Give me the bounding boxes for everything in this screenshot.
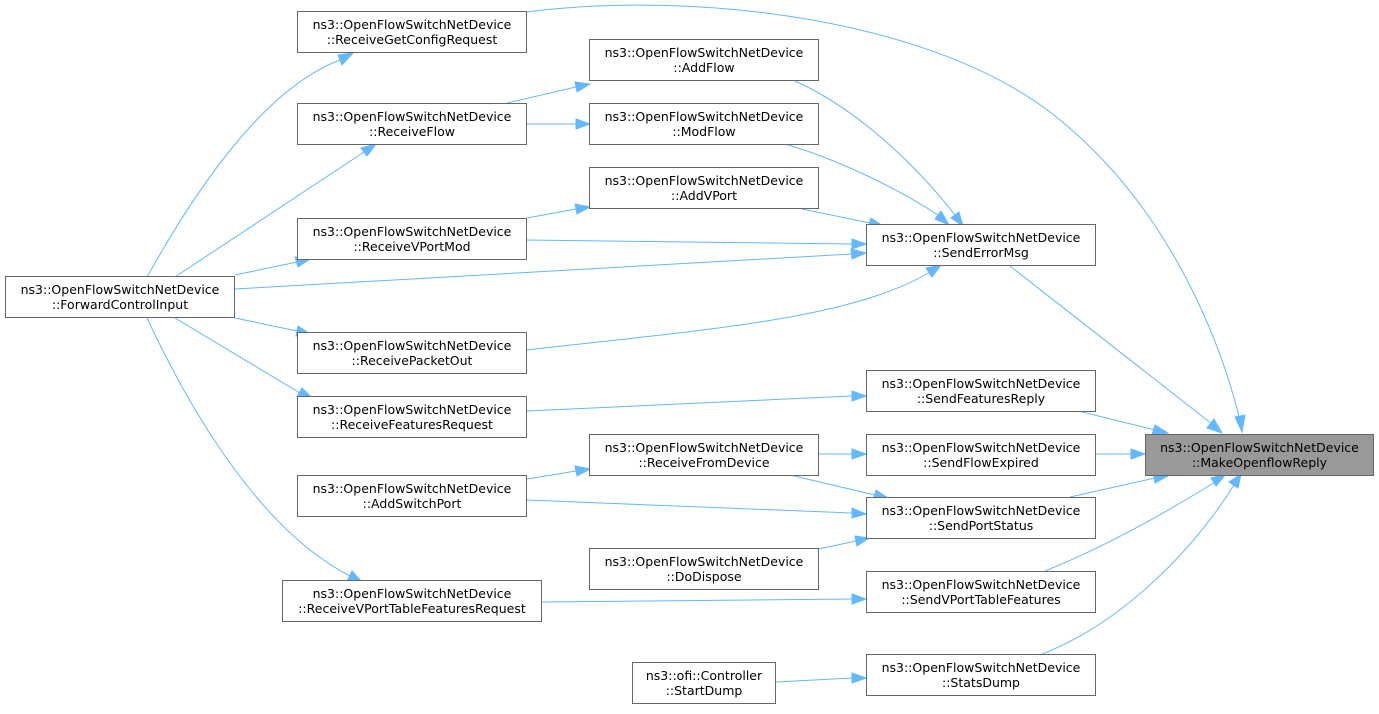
edge-rvpm-to-sem <box>526 238 868 250</box>
edge-svptf-to-root <box>1044 473 1228 572</box>
node-line1: ns3::OpenFlowSwitchNetDevice <box>881 440 1081 455</box>
node-send-error-msg[interactable]: ns3::OpenFlowSwitchNetDevice ::SendError… <box>866 224 1096 266</box>
node-line1: ns3::OpenFlowSwitchNetDevice <box>312 586 512 601</box>
node-line2: ::AddFlow <box>673 60 735 75</box>
node-line2: ::StatsDump <box>942 675 1020 690</box>
node-line2: ::AddVPort <box>671 188 737 203</box>
node-send-flow-expired[interactable]: ns3::OpenFlowSwitchNetDevice ::SendFlowE… <box>866 434 1096 476</box>
edge-modflow-to-sem <box>784 143 951 227</box>
node-line1: ns3::OpenFlowSwitchNetDevice <box>1160 440 1359 455</box>
edge-rfr-to-sfr <box>526 390 868 412</box>
node-start-dump[interactable]: ns3::ofi::Controller ::StartDump <box>632 662 776 704</box>
node-send-vport-table-features[interactable]: ns3::OpenFlowSwitchNetDevice ::SendVPort… <box>866 571 1096 613</box>
edge-sps-to-root <box>1069 472 1170 498</box>
node-send-features-reply[interactable]: ns3::OpenFlowSwitchNetDevice ::SendFeatu… <box>866 370 1096 412</box>
edge-rflow-to-modflow <box>527 118 592 130</box>
node-line2: ::ReceiveFromDevice <box>638 455 770 470</box>
node-receive-vport-table-features-request[interactable]: ns3::OpenFlowSwitchNetDevice ::ReceiveVP… <box>282 580 542 622</box>
node-line1: ns3::OpenFlowSwitchNetDevice <box>604 45 804 60</box>
edge-stats-to-root <box>1039 472 1242 656</box>
node-line2: ::SendPortStatus <box>928 518 1034 533</box>
edge-sfe-to-root <box>1096 448 1147 460</box>
node-line1: ns3::OpenFlowSwitchNetDevice <box>312 224 512 239</box>
node-line2: ::ModFlow <box>672 124 736 139</box>
node-send-port-status[interactable]: ns3::OpenFlowSwitchNetDevice ::SendPortS… <box>866 497 1096 539</box>
node-line2: ::AddSwitchPort <box>362 496 462 511</box>
node-line1: ns3::OpenFlowSwitchNetDevice <box>881 503 1081 518</box>
node-receive-packet-out[interactable]: ns3::OpenFlowSwitchNetDevice ::ReceivePa… <box>297 332 527 374</box>
node-line1: ns3::OpenFlowSwitchNetDevice <box>604 440 804 455</box>
node-receive-vport-mod[interactable]: ns3::OpenFlowSwitchNetDevice ::ReceiveVP… <box>297 218 527 260</box>
node-line1: ns3::OpenFlowSwitchNetDevice <box>881 577 1081 592</box>
node-line2: ::ReceiveVPortMod <box>353 239 471 254</box>
node-mod-flow[interactable]: ns3::OpenFlowSwitchNetDevice ::ModFlow <box>589 103 819 145</box>
edge-addflow-to-sem <box>794 80 964 228</box>
node-line2: ::SendVPortTableFeatures <box>901 592 1061 607</box>
edge-sem-to-root <box>1009 265 1224 434</box>
edge-rgcr-to-root <box>526 4 1246 434</box>
node-line1: ns3::ofi::Controller <box>645 668 763 683</box>
node-line1: ns3::OpenFlowSwitchNetDevice <box>881 660 1081 675</box>
node-line2: ::ReceiveVPortTableFeaturesRequest <box>298 601 526 616</box>
node-line1: ns3::OpenFlowSwitchNetDevice <box>312 338 512 353</box>
node-line1: ns3::OpenFlowSwitchNetDevice <box>604 173 804 188</box>
node-line1: ns3::OpenFlowSwitchNetDevice <box>312 17 512 32</box>
node-stats-dump[interactable]: ns3::OpenFlowSwitchNetDevice ::StatsDump <box>866 654 1096 696</box>
node-line2: ::SendFeaturesReply <box>916 391 1046 406</box>
edge-sd-to-stats <box>775 672 868 684</box>
node-add-switch-port[interactable]: ns3::OpenFlowSwitchNetDevice ::AddSwitch… <box>297 475 527 517</box>
node-line2: ::ReceiveGetConfigRequest <box>326 32 498 47</box>
node-line1: ns3::OpenFlowSwitchNetDevice <box>604 109 804 124</box>
node-line1: ns3::OpenFlowSwitchNetDevice <box>312 481 512 496</box>
edge-dd-to-sps <box>818 535 871 550</box>
node-line2: ::ReceiveFlow <box>369 124 455 139</box>
node-receive-flow[interactable]: ns3::OpenFlowSwitchNetDevice ::ReceiveFl… <box>297 103 527 145</box>
node-receive-from-device[interactable]: ns3::OpenFlowSwitchNetDevice ::ReceiveFr… <box>589 434 819 476</box>
node-line2: ::ReceivePacketOut <box>351 353 473 368</box>
edge-sfr-to-root <box>1069 408 1170 436</box>
node-line1: ns3::OpenFlowSwitchNetDevice <box>20 282 220 297</box>
edge-rfd-to-sfe <box>819 448 868 460</box>
edge-rflow-to-addflow <box>506 81 592 104</box>
node-line2: ::SendErrorMsg <box>933 245 1029 260</box>
node-line2: ::StartDump <box>665 683 743 698</box>
node-do-dispose[interactable]: ns3::OpenFlowSwitchNetDevice ::DoDispose <box>589 548 819 590</box>
edge-asp-to-rfd <box>526 465 592 480</box>
node-line2: ::MakeOpenflowReply <box>1191 455 1328 470</box>
edge-rvpm-to-addvport <box>526 203 592 219</box>
node-add-vport[interactable]: ns3::OpenFlowSwitchNetDevice ::AddVPort <box>589 167 819 209</box>
edge-asp-to-sps <box>526 499 868 519</box>
node-line2: ::DoDispose <box>666 569 742 584</box>
node-line2: ::ReceiveFeaturesRequest <box>331 417 493 432</box>
node-line1: ns3::OpenFlowSwitchNetDevice <box>604 554 804 569</box>
edge-rvptfr-to-svptf <box>541 593 868 605</box>
node-line1: ns3::OpenFlowSwitchNetDevice <box>312 109 512 124</box>
node-add-flow[interactable]: ns3::OpenFlowSwitchNetDevice ::AddFlow <box>589 39 819 81</box>
edge-fci-to-sem <box>234 248 868 290</box>
node-receive-features-request[interactable]: ns3::OpenFlowSwitchNetDevice ::ReceiveFe… <box>297 396 527 438</box>
node-make-openflow-reply[interactable]: ns3::OpenFlowSwitchNetDevice ::MakeOpenf… <box>1145 434 1374 476</box>
node-line1: ns3::OpenFlowSwitchNetDevice <box>881 230 1081 245</box>
edge-fci-to-rgcr <box>146 52 355 278</box>
node-line2: ::ForwardControlInput <box>51 297 189 312</box>
node-line1: ns3::OpenFlowSwitchNetDevice <box>881 376 1081 391</box>
edge-fci-to-rflow <box>174 143 378 278</box>
edge-rpo-to-sem <box>526 264 943 351</box>
node-line1: ns3::OpenFlowSwitchNetDevice <box>312 402 512 417</box>
node-forward-control-input[interactable]: ns3::OpenFlowSwitchNetDevice ::ForwardCo… <box>5 276 235 318</box>
node-line2: ::SendFlowExpired <box>923 455 1039 470</box>
node-receive-get-config-request[interactable]: ns3::OpenFlowSwitchNetDevice ::ReceiveGe… <box>297 11 527 53</box>
